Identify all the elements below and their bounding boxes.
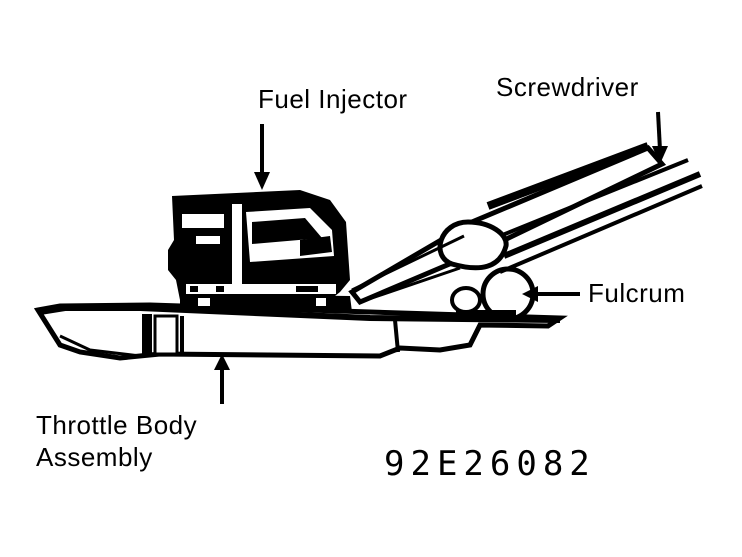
label-fulcrum: Fulcrum bbox=[588, 278, 686, 308]
arrow-throttle-body bbox=[214, 354, 230, 404]
arrow-screwdriver bbox=[652, 111, 668, 164]
fulcrum bbox=[450, 266, 536, 322]
fuel-injector bbox=[168, 190, 352, 312]
arrow-fulcrum bbox=[522, 286, 580, 302]
label-screwdriver: Screwdriver bbox=[496, 72, 639, 102]
arrow-fuel-injector bbox=[254, 124, 270, 190]
screwdriver bbox=[348, 142, 703, 306]
label-fuel-injector: Fuel Injector bbox=[258, 84, 408, 114]
label-throttle-body-line1: Throttle Body bbox=[36, 410, 198, 440]
throttle-body bbox=[33, 302, 568, 361]
label-throttle-body-line2: Assembly bbox=[36, 442, 153, 472]
figure-code: 92E26082 bbox=[384, 444, 596, 484]
